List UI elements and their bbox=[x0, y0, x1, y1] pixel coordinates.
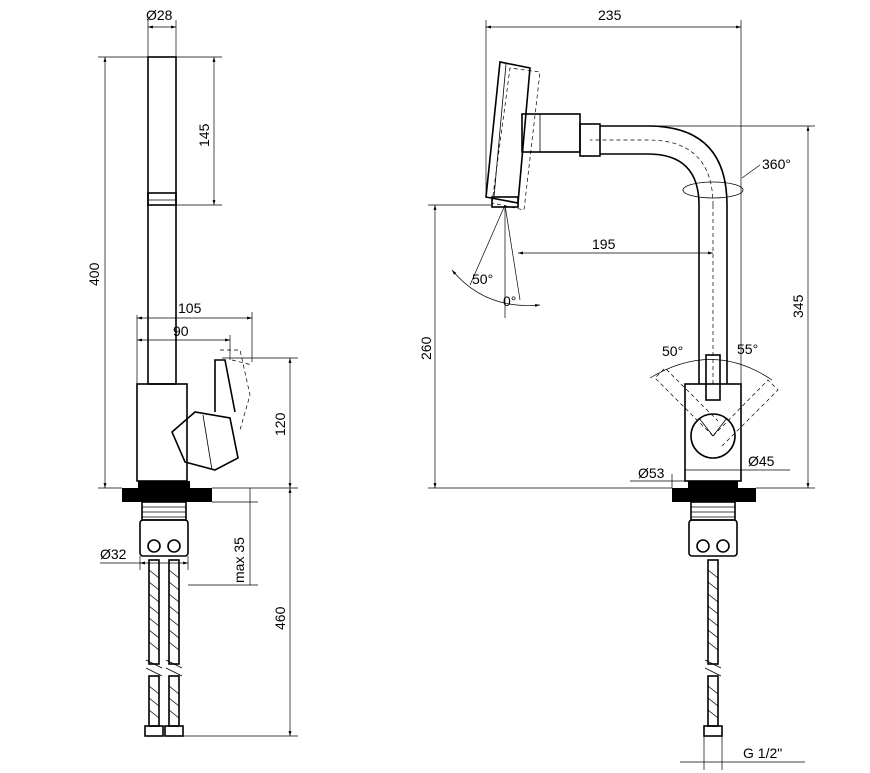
side-view: Ø28 145 400 105 90 120 Ø32 max 35 460 bbox=[86, 7, 298, 737]
spout-elbow-inner bbox=[600, 153, 700, 206]
handle-angle-right-label: 55° bbox=[737, 341, 758, 357]
mixer-body-front bbox=[684, 383, 742, 482]
front-dimensions bbox=[428, 20, 815, 770]
outlet-height-label: 260 bbox=[418, 336, 434, 360]
handle-lever-front bbox=[705, 354, 721, 401]
spray-head bbox=[485, 61, 541, 211]
spout-aerator bbox=[147, 192, 177, 206]
base-diameter-label: Ø53 bbox=[638, 465, 665, 481]
supply-hose-front bbox=[703, 559, 723, 737]
total-width-label: 235 bbox=[598, 7, 622, 23]
supply-hoses bbox=[144, 559, 184, 737]
body-height-label: 120 bbox=[272, 412, 288, 436]
handle-reach-label: 105 bbox=[178, 300, 202, 316]
handle-hub bbox=[690, 413, 736, 459]
handle-angle-left-label: 50° bbox=[662, 343, 683, 359]
handle-cartridge bbox=[171, 411, 239, 471]
spout-reach-label: 195 bbox=[592, 236, 616, 252]
max-counter-thickness-label: max 35 bbox=[231, 537, 247, 583]
spout-height-label: 345 bbox=[790, 294, 806, 318]
total-height-label: 400 bbox=[86, 262, 102, 286]
swivel-ring bbox=[682, 181, 744, 199]
handle-lever bbox=[214, 359, 236, 413]
front-view: 235 360° 195 50° 0° 260 345 50° 55° Ø53 … bbox=[418, 7, 815, 770]
connector-block bbox=[139, 519, 189, 557]
connector-diameter-label: Ø32 bbox=[100, 546, 127, 562]
spout-length-label: 145 bbox=[196, 123, 212, 147]
body-diameter-label: Ø45 bbox=[748, 453, 775, 469]
spray-pattern bbox=[451, 204, 541, 318]
hose-length-label: 460 bbox=[272, 606, 288, 630]
thread-label: G 1/2" bbox=[743, 745, 782, 761]
base-plate-front bbox=[672, 488, 756, 502]
mixer-body bbox=[136, 383, 188, 482]
body-reach-label: 90 bbox=[173, 323, 189, 339]
connector-block-front bbox=[688, 519, 738, 557]
side-dimensions bbox=[98, 20, 298, 737]
spout-diameter-label: Ø28 bbox=[146, 7, 173, 23]
spout-tube bbox=[147, 56, 177, 385]
spray-head-joint bbox=[521, 113, 581, 153]
spray-zero-label: 0° bbox=[503, 293, 516, 309]
base-plate bbox=[122, 488, 212, 502]
spray-angle-label: 50° bbox=[472, 271, 493, 287]
swivel-label: 360° bbox=[762, 156, 791, 172]
spout-elbow-outer bbox=[600, 125, 728, 206]
